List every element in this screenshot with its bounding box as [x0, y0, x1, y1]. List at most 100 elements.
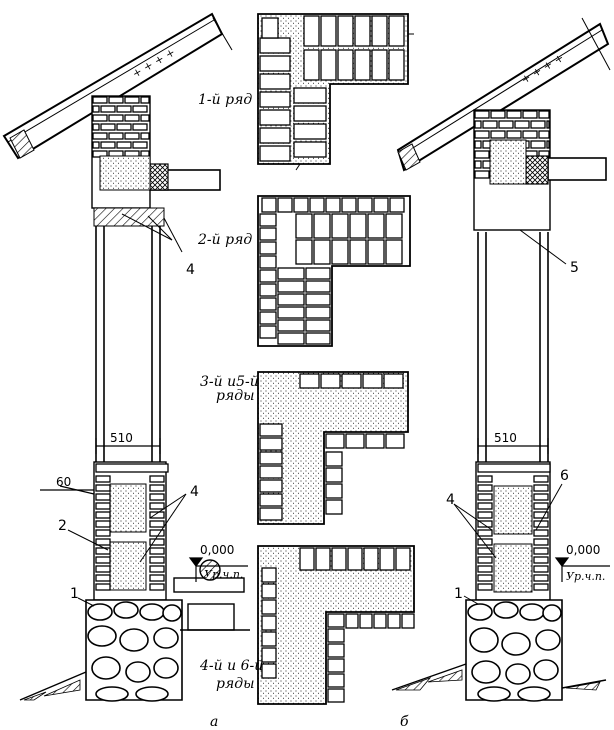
plan-brick	[379, 547, 395, 571]
wall-brick	[95, 574, 111, 582]
plan-row-3-5	[257, 371, 409, 525]
plan-brick	[261, 583, 277, 599]
wall-brick	[546, 140, 550, 149]
plan-brick	[365, 433, 385, 449]
wall-brick	[506, 130, 522, 139]
course-plans: 1-й ряд 2-й ряд 3-й и5-й ряды 4-й и 6-й …	[197, 13, 415, 705]
callout-4-left: 4	[190, 484, 199, 500]
wall-brick	[530, 120, 546, 129]
wall-brick	[95, 511, 111, 519]
right-foundation	[391, 599, 607, 702]
plan-row-2	[257, 195, 411, 347]
wall-brick	[149, 484, 165, 492]
plan-brick	[259, 437, 283, 451]
row46-label-a: 4-й и 6-й	[199, 658, 263, 674]
plan-brick	[385, 213, 403, 239]
row46-label-b: ряды	[216, 676, 255, 692]
plan-brick	[337, 49, 354, 81]
wall-brick	[522, 110, 538, 119]
wall-brick	[533, 502, 549, 510]
plan-brick	[383, 373, 404, 389]
wall-brick	[149, 511, 165, 519]
wall-brick	[474, 160, 482, 169]
wall-brick	[506, 110, 522, 119]
wall-brick	[546, 120, 550, 129]
wall-brick	[477, 511, 493, 519]
wall-brick	[533, 511, 549, 519]
wall-brick	[124, 96, 140, 104]
wall-brick	[477, 463, 551, 473]
plan-brick	[259, 55, 291, 72]
plan-brick	[325, 451, 343, 467]
plan-brick	[261, 567, 277, 583]
wall-brick	[116, 141, 132, 149]
plan-brick	[373, 613, 387, 629]
row35-label-a: 3-й и5-й	[200, 374, 259, 390]
left-foundation	[19, 599, 183, 702]
plan-brick	[325, 197, 341, 213]
plan-brick	[325, 467, 343, 483]
plan-brick	[341, 197, 357, 213]
right-floor-beam	[489, 139, 607, 185]
wall-brick	[533, 484, 549, 492]
left-brick-courses-bottom	[93, 461, 169, 601]
right-level-value: 0,000	[566, 543, 600, 557]
plan-row-4-6	[257, 545, 415, 705]
plan-brick	[320, 15, 337, 47]
wall-brick	[474, 140, 482, 149]
plan-brick	[385, 433, 405, 449]
right-level-note: Ур.ч.п.	[566, 570, 605, 583]
callout-6: 6	[560, 468, 569, 484]
plan-brick	[327, 673, 345, 688]
plan-brick	[401, 613, 415, 629]
wall-brick	[474, 170, 490, 179]
right-wall-section: + + + +	[391, 17, 611, 702]
plan-brick	[331, 239, 349, 265]
left-level-marker	[188, 557, 248, 582]
plan-brick	[327, 613, 345, 628]
wall-brick	[149, 475, 165, 483]
wall-brick	[477, 547, 493, 555]
plan-brick	[259, 297, 277, 311]
plan-brick	[305, 306, 331, 319]
plan-brick	[387, 613, 401, 629]
plan-brick	[331, 213, 349, 239]
plan-brick	[277, 306, 305, 319]
plan-brick	[388, 15, 405, 47]
plan-brick	[259, 507, 283, 521]
plan-brick	[299, 547, 315, 571]
plan-brick	[261, 17, 279, 39]
wall-brick	[477, 493, 493, 501]
wall-brick	[149, 502, 165, 510]
plan-brick	[259, 145, 291, 162]
callout-3: 4	[186, 262, 195, 278]
right-brick-courses-bottom	[475, 461, 551, 601]
wall-brick	[95, 520, 111, 528]
plan-brick	[327, 628, 345, 643]
plan-brick	[261, 647, 277, 663]
plan-brick	[259, 241, 277, 255]
plan-brick	[303, 15, 320, 47]
right-callout-leaders	[453, 229, 567, 605]
wall-brick	[116, 123, 132, 131]
plan-brick	[259, 465, 283, 479]
left-brick-courses-top	[91, 95, 151, 209]
wall-brick	[100, 123, 116, 131]
wall-brick	[92, 141, 100, 149]
right-width-label: 510	[494, 431, 517, 445]
plan-brick	[259, 73, 291, 90]
plan-brick	[259, 109, 291, 126]
plan-brick	[349, 239, 367, 265]
wall-brick	[95, 475, 111, 483]
wall-brick	[149, 529, 165, 537]
plan-brick	[327, 643, 345, 658]
left-width-dimension	[95, 438, 161, 454]
wall-brick	[132, 141, 148, 149]
panel-label-a: а	[210, 714, 218, 730]
plan-brick	[305, 280, 331, 293]
left-callout-leaders	[67, 213, 187, 607]
plan-brick	[261, 197, 277, 213]
plan-brick	[371, 49, 388, 81]
right-level-marker	[554, 557, 610, 582]
row35-label-b: ряды	[216, 388, 255, 404]
